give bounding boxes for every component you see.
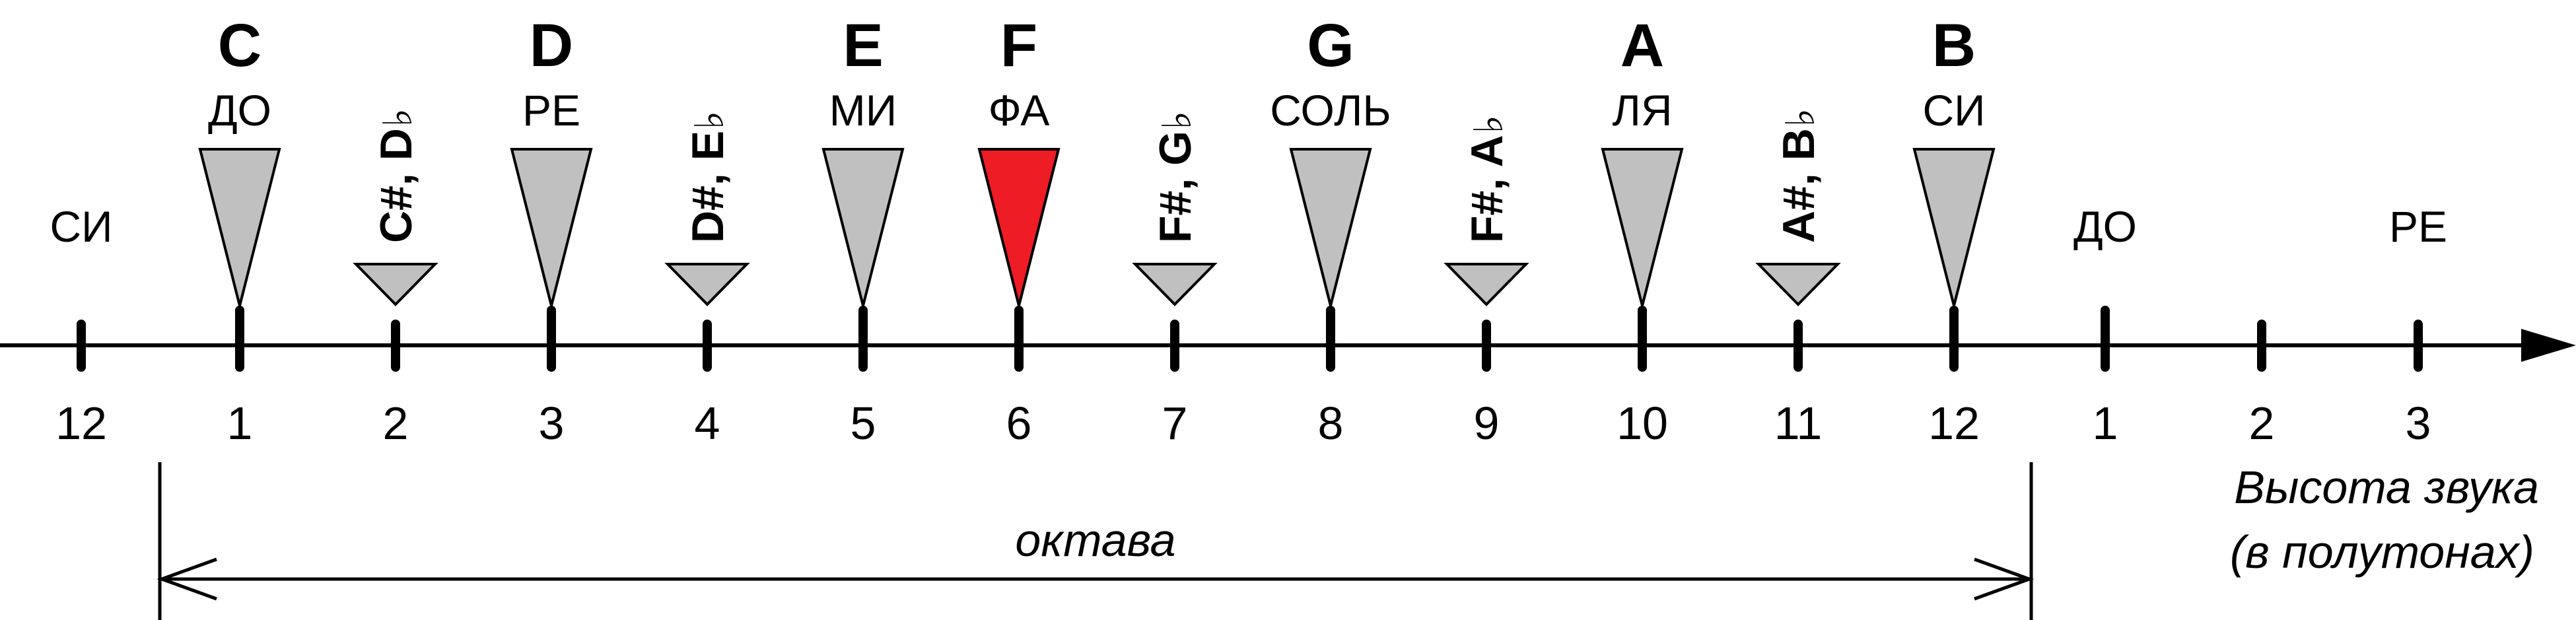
accidental-key-marker [353,263,438,306]
natural-key-marker [1289,148,1372,306]
semitone-number: 10 [1617,397,1668,449]
natural-note: B СИ 12 [1912,12,1996,449]
pitch-axis-arrowhead [2521,329,2576,362]
accidental-note: D#, E ♭ 4 [664,111,750,449]
semitone-number: 3 [539,397,565,449]
note-name-label: ДО [2073,202,2137,251]
natural-note: D РЕ 3 [510,12,593,449]
note-letter-label: G [1307,12,1354,79]
accidental-key-marker [664,263,750,306]
note-letter-label: D [530,12,573,79]
accidental-key-marker [1132,263,1218,306]
accidental-note-label: A#, B♭ [1774,108,1824,243]
note-name-label: СОЛЬ [1270,86,1391,135]
note-letter-label: B [1932,12,1976,79]
next-octave-note: ДО 1 [2073,202,2137,449]
natural-key-marker [1912,148,1996,306]
octave-bracket: октава [157,462,2035,620]
semitone-number: 9 [1474,397,1500,449]
semitone-number: 6 [1006,397,1032,449]
semitone-number: 12 [1928,397,1980,449]
note-name-label: РЕ [2389,202,2447,251]
accidental-note-label: F#, G ♭ [1150,111,1201,243]
octave-right-arrowhead [1974,557,2035,601]
note-letter-label: A [1620,12,1664,79]
octave-label: октава [1015,514,1175,566]
note-name-label: РЕ [522,86,580,135]
left-edge-note: СИ 12 [50,202,112,449]
accidental-letters: C#, D [371,128,421,243]
semitone-number: 3 [2406,397,2431,449]
accidental-note: F#, G ♭ 7 [1132,111,1218,449]
note-name-label: СИ [1922,86,1985,135]
natural-key-marker [1601,148,1684,306]
note-letter-label: F [1000,12,1037,79]
natural-key-marker [510,148,593,306]
accidental-note-label: F#, A ♭ [1462,115,1512,243]
semitone-number: 8 [1318,397,1344,449]
flat-sign: ♭ [1778,108,1823,127]
semitone-number: 5 [851,397,876,449]
flat-sign: ♭ [687,111,732,129]
note-name-label: СИ [50,202,112,251]
accidental-letters: F#, A [1462,135,1512,243]
next-octave-note: РЕ 3 [2389,202,2447,449]
flat-sign: ♭ [1467,115,1511,133]
accidental-letters: A#, B [1774,128,1824,243]
accidental-note-label: C#, D♭ [371,108,421,243]
highlighted-key-marker [977,148,1061,306]
note-name-label: ЛЯ [1613,86,1673,135]
semitone-number: 4 [695,397,720,449]
accidental-letters: F#, G [1150,131,1201,243]
note-name-label: ДО [208,86,271,135]
axis-label-line-2: (в полутонах) [2230,526,2534,578]
natural-key-marker [821,148,905,306]
flat-sign: ♭ [1155,111,1199,129]
note-letter-label: C [218,12,261,79]
semitone-number: 12 [55,397,107,449]
accidental-key-marker [1444,263,1529,306]
octave-left-arrowhead [157,557,217,601]
note-name-label: ФА [989,86,1050,135]
flat-sign: ♭ [376,108,420,127]
semitone-number: 2 [2249,397,2275,449]
semitone-number: 1 [227,397,253,449]
natural-note: C ДО 1 [198,12,281,449]
semitone-number: 2 [383,397,409,449]
accidental-note: C#, D♭ 2 [353,108,438,449]
accidental-note: F#, A ♭ 9 [1444,115,1529,449]
accidental-note: A#, B♭ 11 [1755,108,1841,449]
natural-note: A ЛЯ 10 [1601,12,1684,449]
axis-label-line-1: Высота звука [2234,462,2539,513]
note-letter-label: E [843,12,883,79]
accidental-letters: D#, E [683,131,733,243]
natural-note: F ФА 6 [977,12,1061,449]
next-octave-note: 2 [2249,320,2275,449]
semitone-number: 7 [1162,397,1188,449]
semitone-number: 1 [2093,397,2118,449]
natural-note: G СОЛЬ 8 [1270,12,1391,449]
next-octave-notes: ДО 1 2 РЕ 3 [2073,202,2447,449]
natural-note: E МИ 5 [821,12,905,449]
note-name-label: МИ [829,86,897,135]
accidental-note-label: D#, E ♭ [683,111,733,243]
semitone-number: 11 [1774,397,1823,449]
natural-key-marker [198,148,281,306]
accidental-key-marker [1755,263,1841,306]
